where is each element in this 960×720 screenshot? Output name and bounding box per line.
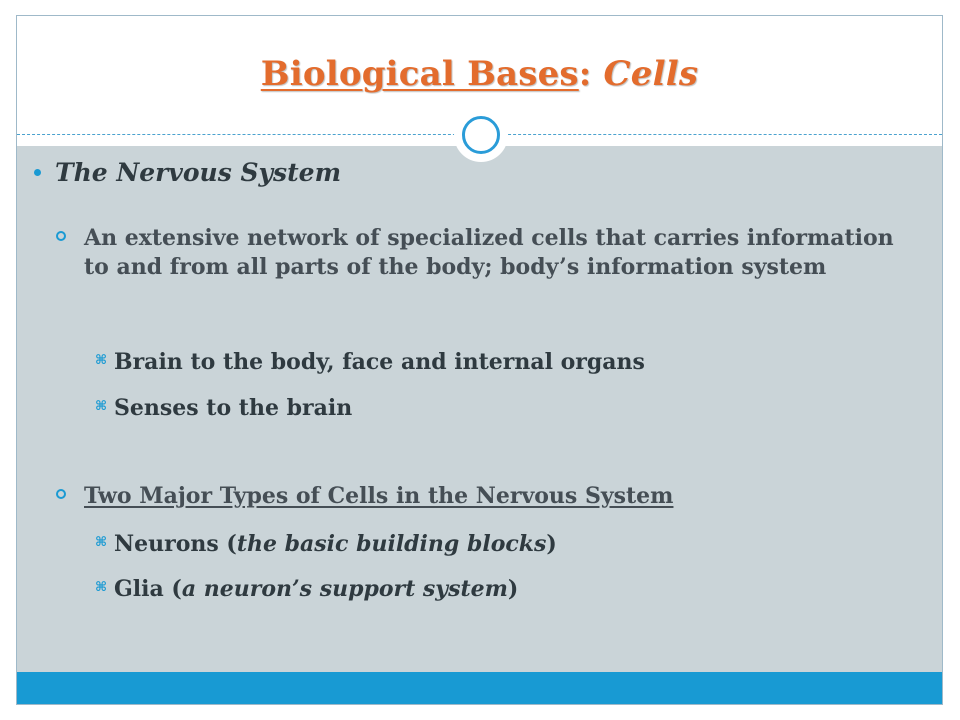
ornament-bullet-icon: ⌘: [95, 353, 108, 368]
slide-title: Biological Bases: Cells: [17, 54, 942, 94]
sub-item-glia: ⌘ Glia (a neuron’s support system): [95, 575, 519, 604]
neurons-italic: the basic building blocks: [236, 531, 547, 557]
ornament-bullet-icon: ⌘: [95, 399, 108, 414]
neurons-pre: Neurons (: [114, 531, 237, 557]
dot-bullet-icon: [34, 169, 41, 176]
definition-text: An extensive network of specialized cell…: [84, 225, 894, 280]
sub-item-text: Brain to the body, face and internal org…: [114, 349, 645, 375]
title-sub: Cells: [603, 54, 699, 94]
heading-nervous-system: The Nervous System: [34, 158, 342, 187]
glia-italic: a neuron’s support system: [181, 576, 508, 602]
ring-ornament-icon: [454, 108, 508, 162]
definition-item: An extensive network of specialized cell…: [56, 224, 894, 282]
types-heading-text: Two Major Types of Cells in the Nervous …: [84, 483, 674, 509]
sub-item-text: Senses to the brain: [114, 395, 353, 421]
sub-item-senses: ⌘ Senses to the brain: [95, 394, 353, 423]
heading-text: The Nervous System: [55, 158, 342, 187]
neurons-post: ): [546, 531, 557, 557]
glia-pre: Glia (: [114, 576, 182, 602]
glia-post: ): [507, 576, 519, 602]
types-item: Two Major Types of Cells in the Nervous …: [56, 482, 894, 511]
ornament-bullet-icon: ⌘: [95, 580, 108, 595]
title-colon: :: [578, 54, 604, 94]
sub-item-neurons: ⌘ Neurons (the basic building blocks): [95, 530, 557, 559]
slide: Biological Bases: Cells: [16, 15, 943, 705]
ring-bullet-icon: [56, 489, 66, 499]
title-main: Biological Bases: [260, 54, 579, 94]
content-area: [17, 146, 942, 672]
footer-bar: [17, 672, 942, 704]
ornament-bullet-icon: ⌘: [95, 535, 108, 550]
sub-item-brain: ⌘ Brain to the body, face and internal o…: [95, 348, 645, 377]
ring-bullet-icon: [56, 231, 66, 241]
